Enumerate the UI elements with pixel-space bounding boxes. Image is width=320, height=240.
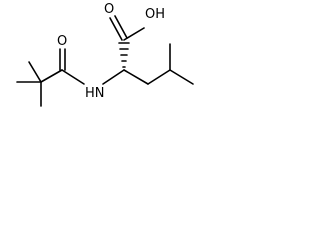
bond-carboxyl-double-b	[114, 15, 128, 39]
bond-beta-gamma	[147, 69, 171, 85]
bond-alpha-beta	[123, 69, 149, 85]
carboxyl-oxygen-label: O	[104, 2, 114, 17]
bond-quaternary-carbonyl	[40, 69, 63, 83]
stereo-hashed-wedge-bond	[118, 42, 130, 68]
bond-carboxyl-hydroxyl	[123, 27, 145, 41]
hydroxyl-label: OH	[145, 7, 165, 22]
bond-carboxyl-double-a	[109, 17, 123, 41]
bond-gamma-methyl-right	[169, 69, 194, 85]
amide-nitrogen-label: HN	[85, 86, 105, 101]
chemical-structure-diagram: O HN O OH	[16, 2, 194, 107]
bond-nitrogen-alpha-carbon	[102, 69, 125, 85]
amide-oxygen-label: O	[57, 34, 67, 49]
bond-carbonyl-nitrogen	[61, 69, 85, 85]
bond-methyl-top	[28, 61, 42, 83]
